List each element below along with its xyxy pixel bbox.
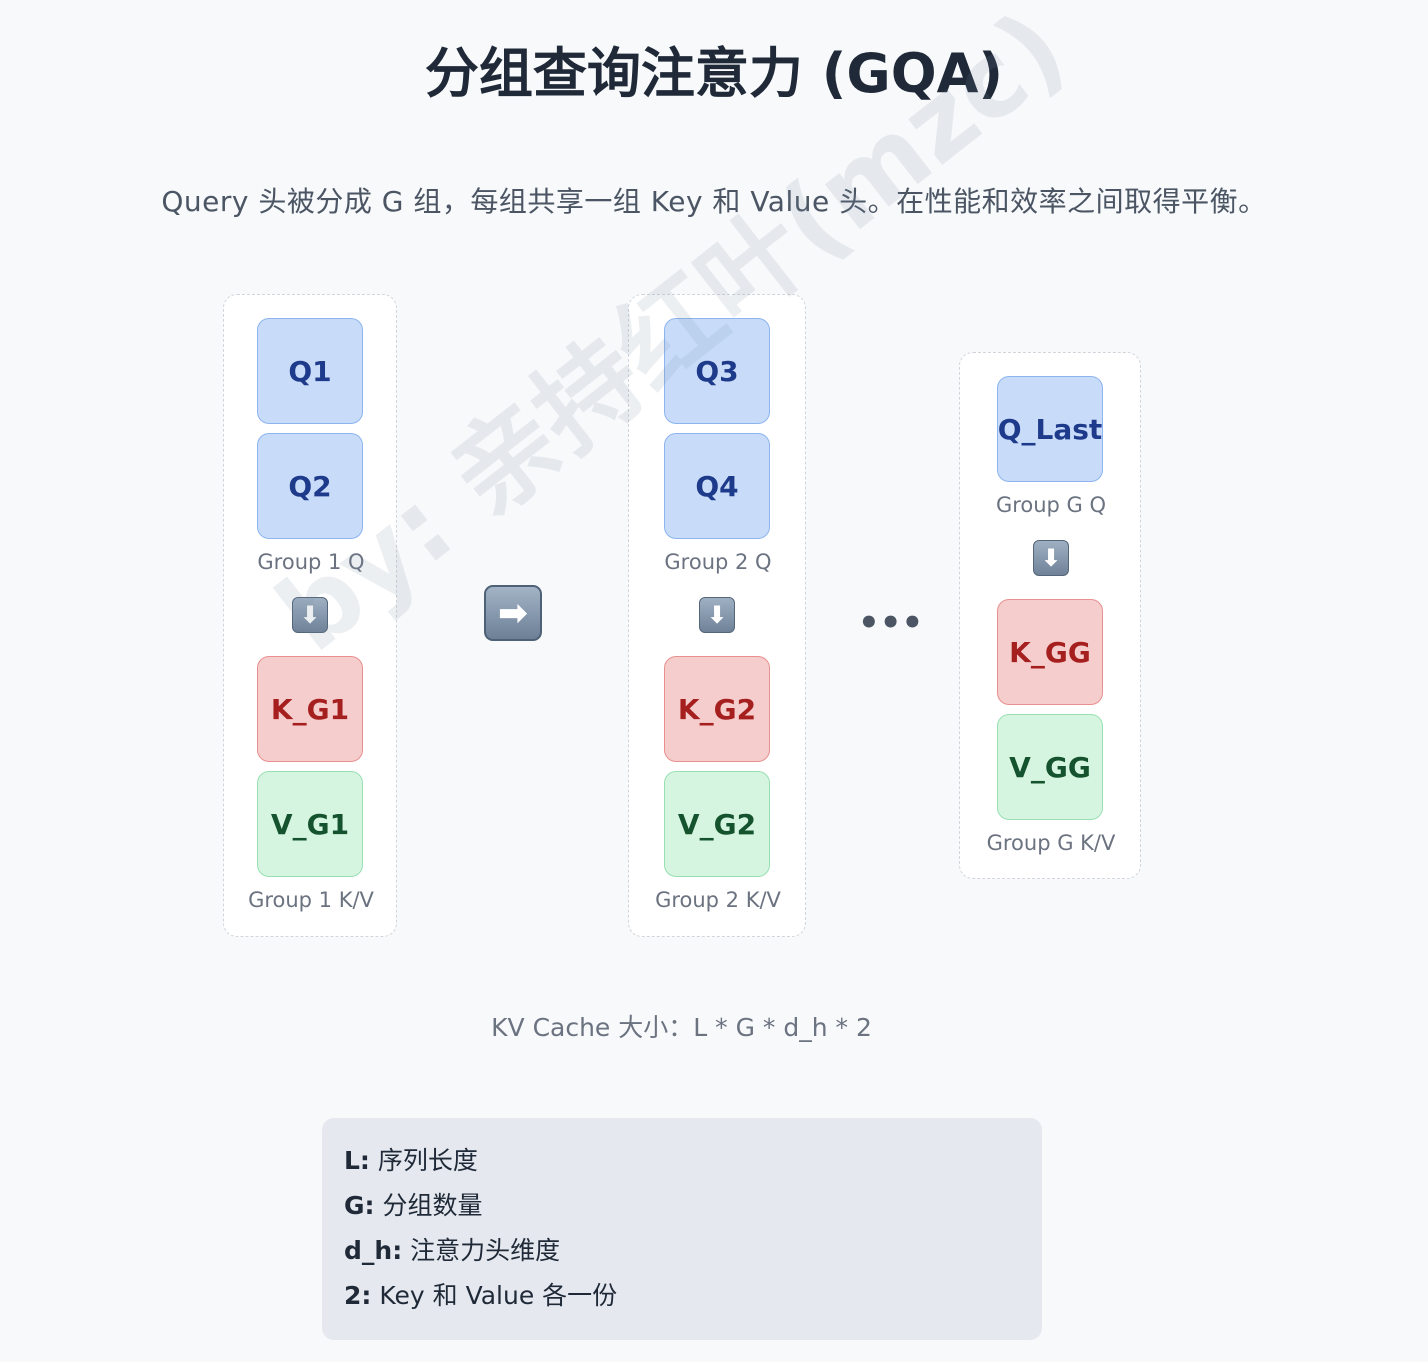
- legend-term: 2:: [344, 1281, 372, 1310]
- diagram-subtitle: Query 头被分成 G 组，每组共享一组 Key 和 Value 头。在性能和…: [161, 185, 1267, 218]
- legend-item-g: G: 分组数量: [344, 1183, 1020, 1228]
- diagram-title: 分组查询注意力 (GQA): [424, 42, 1004, 105]
- query-head-q-last: Q_Last: [997, 376, 1103, 482]
- legend-desc: Key 和 Value 各一份: [379, 1281, 618, 1310]
- legend-term: G:: [344, 1191, 375, 1220]
- query-head-q4: Q4: [664, 433, 770, 539]
- group-g-q-label: Group G Q: [995, 493, 1107, 517]
- key-head-gg: K_GG: [997, 599, 1103, 705]
- legend-desc: 注意力头维度: [410, 1236, 561, 1265]
- group-1-kv-label: Group 1 K/V: [248, 888, 374, 912]
- legend-item-dh: d_h: 注意力头维度: [344, 1228, 1020, 1273]
- kv-cache-formula: KV Cache 大小：L * G * d_h * 2: [491, 1013, 872, 1042]
- group-2-q-label: Group 2 Q: [664, 550, 772, 574]
- legend-term: d_h:: [344, 1236, 403, 1265]
- value-head-g1: V_G1: [257, 771, 363, 877]
- group-1-panel: Q1 Q2 Group 1 Q ⬇ K_G1 V_G1 Group 1 K/V: [223, 294, 397, 937]
- key-head-g2: K_G2: [664, 656, 770, 762]
- legend-item-l: L: 序列长度: [344, 1138, 1020, 1183]
- arrow-down-icon: ⬇: [699, 597, 735, 633]
- legend-desc: 序列长度: [377, 1146, 478, 1175]
- arrow-down-icon: ⬇: [1033, 540, 1069, 576]
- group-1-q-label: Group 1 Q: [257, 550, 365, 574]
- legend-panel: L: 序列长度 G: 分组数量 d_h: 注意力头维度 2: Key 和 Val…: [322, 1118, 1042, 1340]
- legend-item-2: 2: Key 和 Value 各一份: [344, 1273, 1020, 1318]
- key-head-g1: K_G1: [257, 656, 363, 762]
- query-head-q1: Q1: [257, 318, 363, 424]
- arrow-right-icon: ➡: [484, 585, 542, 641]
- query-head-q3: Q3: [664, 318, 770, 424]
- arrow-down-icon: ⬇: [292, 597, 328, 633]
- legend-desc: 分组数量: [382, 1191, 483, 1220]
- group-g-kv-label: Group G K/V: [986, 831, 1116, 855]
- value-head-g2: V_G2: [664, 771, 770, 877]
- group-2-panel: Q3 Q4 Group 2 Q ⬇ K_G2 V_G2 Group 2 K/V: [628, 294, 806, 937]
- ellipsis-icon: •••: [858, 603, 924, 643]
- legend-term: L:: [344, 1146, 370, 1175]
- value-head-gg: V_GG: [997, 714, 1103, 820]
- group-2-kv-label: Group 2 K/V: [655, 888, 781, 912]
- group-g-panel: Q_Last Group G Q ⬇ K_GG V_GG Group G K/V: [959, 352, 1141, 879]
- query-head-q2: Q2: [257, 433, 363, 539]
